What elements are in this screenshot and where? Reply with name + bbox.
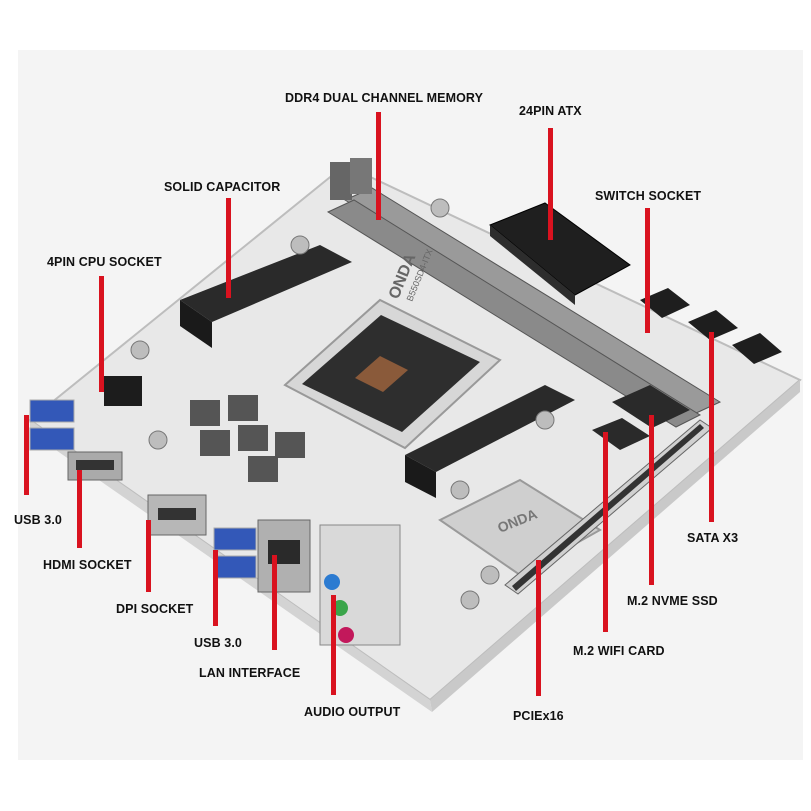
label-m2-wifi-card: M.2 WIFI CARD [573,644,665,658]
atx-24pin-face [490,225,575,305]
pointer-line-cpu4pin [99,276,104,392]
sata-port-2 [688,310,738,340]
pointer-line-hdmi [77,470,82,548]
capacitor [430,198,450,218]
pointer-line-dpi [146,520,151,592]
label-sata-x3: SATA X3 [687,531,739,545]
vrm-heatsink-top [180,245,352,322]
capacitor [130,340,150,360]
usb3-port-mid-2 [213,555,257,579]
capacitor [450,480,470,500]
atx-24pin-connector [489,202,631,296]
pointer-line-usb3-mid [213,550,218,626]
pointer-line-switch-socket [645,208,650,333]
label-usb3-mid: USB 3.0 [194,636,242,650]
label-ddr4-dual-channel-memory: DDR4 DUAL CHANNEL MEMORY [285,91,484,105]
cpu-socket-center [355,356,408,392]
pointer-line-solid-capacitor [226,198,231,298]
label-usb3-left: USB 3.0 [14,513,62,527]
capacitor [460,590,480,610]
choke-4 [238,425,268,451]
usb3-port-left-1 [29,399,75,423]
capacitor [148,430,168,450]
choke-1 [190,400,220,426]
label-pciex16: PCIEx16 [513,709,564,723]
pointer-line-24pin [548,128,553,240]
sata-port-1 [640,288,690,318]
memory-latch-b [350,158,372,194]
label-audio-output: AUDIO OUTPUT [304,705,401,719]
pcie-x16-slot-inner [512,424,704,591]
vrm-heatsink-right-side [405,455,436,498]
label-4pin-cpu-socket: 4PIN CPU SOCKET [47,255,162,269]
label-solid-capacitor: SOLID CAPACITOR [164,180,281,194]
usb3-port-left-2 [29,427,75,451]
vrm-heatsink-top-side [180,300,212,348]
cpu-4pin-connector [104,376,142,406]
label-24pin-atx: 24PIN ATX [519,104,582,118]
audio-jack-pink [338,627,354,643]
dp-port-inner [158,508,196,520]
vrm-heatsink-right [405,385,575,472]
usb3-port-mid-1 [213,527,257,551]
pointer-line-lan [272,555,277,650]
choke-2 [228,395,258,421]
choke-3 [200,430,230,456]
audio-jack-green [332,600,348,616]
pcb-edge [430,380,800,712]
label-switch-socket: SWITCH SOCKET [595,189,702,203]
capacitor [290,235,310,255]
pointer-line-pcie [536,560,541,696]
hdmi-port-inner [76,460,114,470]
capacitor [480,565,500,585]
pointer-line-sata [709,332,714,522]
choke-5 [275,432,305,458]
pointer-line-ddr4 [376,112,381,220]
sata-port-3 [732,333,782,364]
audio-jack-blue [324,574,340,590]
m2-wifi-slot [592,418,650,450]
pointer-line-wifi [603,432,608,632]
label-lan-interface: LAN INTERFACE [199,666,301,680]
pointer-line-nvme [649,415,654,585]
capacitor [535,410,555,430]
pointer-line-audio [331,595,336,695]
memory-slot-2 [326,199,702,428]
memory-latch-a [330,162,352,200]
pointer-line-usb3-left [24,415,29,495]
label-m2-nvme-ssd: M.2 NVME SSD [627,594,718,608]
m2-nvme-slot [612,385,690,428]
label-dpi-socket: DPI SOCKET [116,602,194,616]
label-hdmi-socket: HDMI SOCKET [43,558,132,572]
choke-6 [248,456,278,482]
